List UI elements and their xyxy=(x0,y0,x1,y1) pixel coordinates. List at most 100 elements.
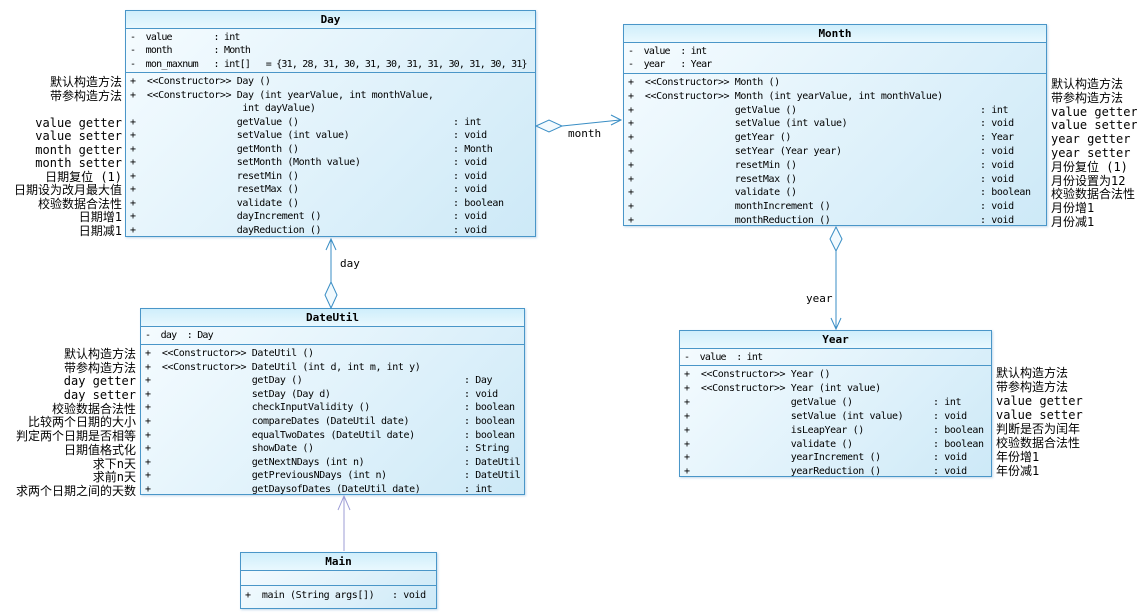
attributes-compartment: - value : int - month : Month- mon_maxnum… xyxy=(126,29,535,73)
annotation-line: year getter xyxy=(1051,132,1131,147)
method-row: + getDay (): Day xyxy=(145,375,493,387)
method-row: + validate (): boolean xyxy=(130,197,504,209)
method-row: + setValue (int value): void xyxy=(628,118,1014,130)
attributes-compartment xyxy=(241,571,436,586)
annotation-line: value setter xyxy=(1051,118,1137,133)
annotation-line: 默认构造方法 xyxy=(1051,77,1124,91)
attributes-compartment: - value : int xyxy=(680,349,991,366)
class-box-year[interactable]: Year - value : int + <<Constructor>> Yea… xyxy=(679,330,992,477)
class-box-day[interactable]: Day - value : int - month : Month- mon_ma… xyxy=(125,10,536,237)
method-row: + equalTwoDates (DateUtil date): boolean xyxy=(145,429,515,441)
methods-compartment: + <<Constructor>> Month ()+ <<Constructo… xyxy=(624,74,1046,228)
method-row: + <<Constructor>> Month (int yearValue, … xyxy=(628,90,943,102)
annotation-line: 日期增1 xyxy=(78,210,122,224)
annotation-line: day getter xyxy=(63,374,136,389)
annotation-line: 日期减1 xyxy=(78,223,122,238)
annotation-line: 带参构造方法 xyxy=(996,380,1069,394)
method-row: + yearReduction (): void xyxy=(684,466,967,478)
method-row: + <<Constructor>> DateUtil (int d, int m… xyxy=(145,361,421,373)
annotation-line: 日期设为改月最大值 xyxy=(13,183,122,197)
annotation-line: 年份增1 xyxy=(996,450,1040,464)
attribute-row: - value : int xyxy=(130,32,240,43)
method-row: + monthReduction (): void xyxy=(628,214,1014,226)
method-row: + getMonth (): Month xyxy=(130,143,493,155)
class-title-year: Year xyxy=(680,331,991,349)
annotation-line: 月份复位 (1) xyxy=(1051,159,1128,174)
method-row: + dayIncrement (): void xyxy=(130,211,487,222)
method-row: + <<Constructor>> Year (int value) xyxy=(684,382,881,394)
annotation-line: 判定两个日期是否相等 xyxy=(15,429,136,444)
annotation-line: value getter xyxy=(35,115,122,130)
method-row: + resetMax (): void xyxy=(130,184,487,195)
method-row: + setDay (Day d): void xyxy=(145,388,498,400)
connector-dateutil-day[interactable] xyxy=(324,237,338,310)
class-box-main[interactable]: Main + main (String args[]): void xyxy=(240,552,437,609)
connector-month-year[interactable] xyxy=(829,225,843,331)
method-row: + validate (): boolean xyxy=(628,187,1031,199)
method-row: + setYear (Year year): void xyxy=(628,145,1014,157)
annotation-line: 带参构造方法 xyxy=(1051,90,1124,105)
attributes-compartment: - day : Day xyxy=(141,327,524,345)
method-row: + yearIncrement (): void xyxy=(684,452,967,464)
method-row: + showDate (): String xyxy=(145,443,509,455)
annotation-line: value setter xyxy=(996,408,1083,422)
method-row: + setValue (int value): void xyxy=(130,130,487,141)
annotation-line xyxy=(0,103,122,117)
annotation-line: 日期值格式化 xyxy=(63,442,136,457)
attributes-compartment: - value : int - year : Year xyxy=(624,43,1046,74)
annotation-line: year setter xyxy=(1051,145,1131,160)
method-row: + validate (): boolean xyxy=(684,438,984,450)
role-label-year[interactable]: year xyxy=(806,292,833,305)
method-row: + setMonth (Month value): void xyxy=(130,157,487,168)
method-row: + dayReduction (): void xyxy=(130,224,487,236)
class-title-day: Day xyxy=(126,11,535,29)
annotation-line: day setter xyxy=(63,388,136,403)
methods-compartment: + <<Constructor>> DateUtil () + <<Constru… xyxy=(141,345,524,497)
annotation-line: 默认构造方法 xyxy=(996,366,1069,380)
role-label-month[interactable]: month xyxy=(568,127,602,140)
method-row: + getValue (): int xyxy=(130,116,482,128)
attribute-row: - value : int xyxy=(684,352,763,363)
class-box-month[interactable]: Month - value : int- year : Year + <<Con… xyxy=(623,24,1047,226)
methods-compartment: + main (String args[]): void xyxy=(241,586,436,608)
annotation-line: 比较两个日期的大小 xyxy=(27,415,136,430)
annotation-line: 带参构造方法 xyxy=(49,88,122,103)
attribute-row: - value : int xyxy=(628,46,707,57)
annotation-line: 校验数据合法性 xyxy=(37,196,122,211)
annotation-line: 求两个日期之间的天数 xyxy=(15,483,136,498)
method-row: + getNextNDays (int n): DateUtil xyxy=(145,456,521,468)
annotation-line: 校验数据合法性 xyxy=(1051,187,1136,202)
annotation-line: 求下n天 xyxy=(92,456,136,471)
method-row: + resetMin (): void xyxy=(130,170,487,182)
class-box-dateutil[interactable]: DateUtil - day : Day + <<Constructor>> D… xyxy=(140,308,525,495)
annotation-line: 年份减1 xyxy=(996,464,1040,478)
attribute-row: - month : Month xyxy=(130,45,251,57)
attribute-row: - year : Year xyxy=(628,59,712,71)
annotation-line: month setter xyxy=(35,156,122,170)
method-row: + <<Constructor>> Day (int yearValue, in… xyxy=(130,89,434,101)
method-row: + compareDates (DateUtil date): boolean xyxy=(145,415,515,427)
method-row: + getValue (): int xyxy=(684,396,962,408)
method-row: + <<Constructor>> DateUtil () xyxy=(145,348,314,359)
method-row: + <<Constructor>> Year () xyxy=(684,369,831,380)
method-row: + getValue (): int xyxy=(628,104,1009,116)
annotation-line: 默认构造方法 xyxy=(63,347,136,361)
connector-main-dateutil[interactable] xyxy=(337,494,351,551)
attribute-row: - mon_maxnum : int[] = {31, 28, 31, 30, … xyxy=(130,58,528,70)
annotation-line: value getter xyxy=(996,394,1083,408)
method-row: + setValue (int value): void xyxy=(684,410,967,422)
method-row: + main (String args[]): void xyxy=(245,590,426,601)
method-row: + checkInputValidity (): boolean xyxy=(145,402,515,414)
method-row: + getYear (): Year xyxy=(628,132,1014,144)
annotation-line: 月份减1 xyxy=(1051,214,1095,229)
method-row: + getDaysofDates (DateUtil date): int xyxy=(145,483,493,495)
annotation-line: value setter xyxy=(35,129,122,143)
role-label-day[interactable]: day xyxy=(340,257,360,270)
annotation-line: 判断是否为闰年 xyxy=(996,422,1081,436)
annotation-line: 校验数据合法性 xyxy=(996,436,1081,450)
